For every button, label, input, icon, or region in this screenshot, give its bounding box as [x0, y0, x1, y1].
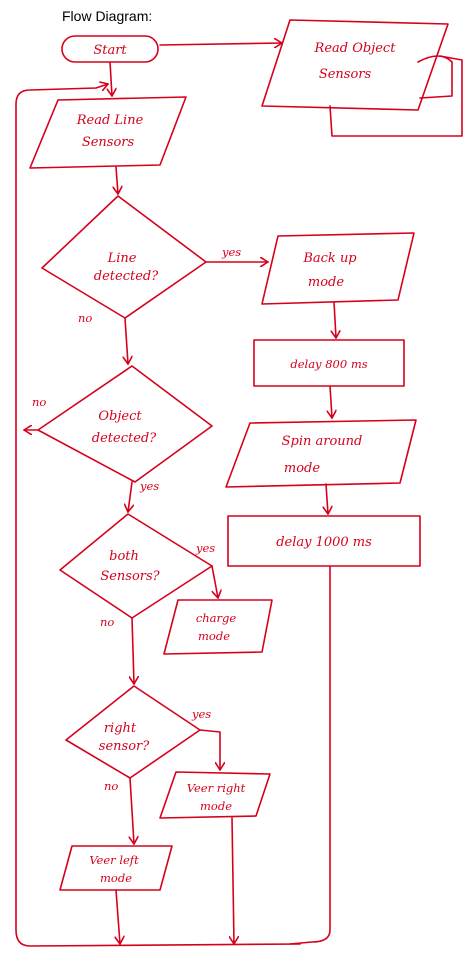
edge-start-read-line [110, 61, 112, 97]
edge-object-yes [128, 481, 132, 513]
right-sensor-line2: sensor? [99, 739, 150, 754]
edge-label-line-no: no [78, 311, 92, 325]
edge-delay800-spin [330, 385, 332, 419]
diagram-caption: Flow Diagram: [62, 8, 153, 24]
delay1000-node [227, 515, 421, 567]
edge-right-yes [199, 729, 220, 771]
edge-both-yes [211, 565, 218, 599]
read-object-node [261, 19, 449, 111]
veer-left-line1: Veer left [89, 853, 139, 867]
veer-right-node [159, 771, 271, 819]
edge-label-both-yes: yes [195, 541, 215, 555]
read-line-line1: Read Line [76, 113, 144, 128]
object-detected-line2: detected? [92, 431, 157, 446]
edge-label-right-yes: yes [191, 707, 211, 721]
line-detected-line2: detected? [94, 269, 159, 284]
edge-spin-delay1000 [326, 483, 328, 515]
edge-main-loop [15, 84, 301, 947]
edge-label-line-yes: yes [221, 245, 241, 259]
both-sensors-node [59, 513, 213, 619]
edge-right-no [130, 777, 134, 845]
backup-node [261, 232, 415, 305]
read-object-line2: Sensors [319, 67, 372, 82]
line-detected-line1: Line [107, 251, 137, 266]
start-label: Start [93, 43, 127, 58]
backup-line2: mode [308, 275, 344, 290]
delay1000-label: delay 1000 ms [276, 535, 372, 550]
veer-right-line1: Veer right [187, 781, 246, 795]
edge-both-no [132, 617, 134, 685]
charge-line2: mode [198, 629, 230, 643]
both-sensors-line1: both [109, 549, 139, 564]
delay800-node [253, 339, 405, 387]
spin-line1: Spin around [282, 434, 363, 449]
edge-label-object-yes: yes [139, 479, 159, 493]
edge-backup-delay800 [334, 301, 336, 339]
object-detected-line1: Object [98, 409, 142, 424]
spin-line2: mode [284, 461, 320, 476]
object-detected-node [37, 365, 213, 483]
read-line-node [29, 96, 187, 169]
edge-label-object-no: no [32, 395, 46, 409]
read-object-line1: Read Object [314, 41, 397, 56]
edge-start-read-object [159, 43, 283, 45]
both-sensors-line2: Sensors? [100, 569, 160, 584]
charge-line1: charge [196, 611, 237, 625]
edge-line-no [125, 317, 128, 365]
read-line-line2: Sensors [82, 135, 135, 150]
edge-read-line-line-detected [116, 166, 118, 195]
delay800-label: delay 800 ms [290, 357, 367, 371]
edge-label-right-no: no [104, 779, 118, 793]
edge-delay1000-return [289, 565, 331, 945]
edge-label-both-no: no [100, 615, 114, 629]
veer-left-line2: mode [100, 871, 132, 885]
charge-node [163, 599, 273, 655]
right-sensor-line1: right [104, 721, 137, 736]
backup-line1: Back up [302, 251, 357, 266]
edge-veer-left-return [116, 889, 120, 945]
edge-veer-right-return [232, 817, 234, 945]
spin-node [225, 419, 417, 488]
edge-read-object-loop [329, 55, 463, 137]
veer-left-node [59, 845, 173, 891]
veer-right-line2: mode [200, 799, 232, 813]
